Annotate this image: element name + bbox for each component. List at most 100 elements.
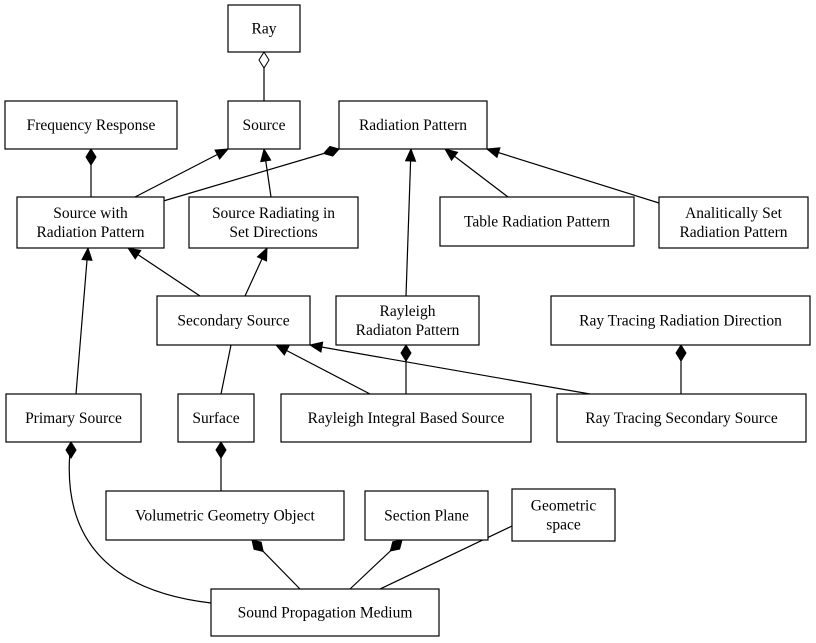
relation-line [68, 441, 212, 604]
composition-diamond [322, 145, 340, 157]
class-label: Radiation Pattern [359, 117, 467, 134]
composition-diamond [389, 539, 403, 552]
class-node-section-plane: Section Plane [364, 490, 489, 541]
composition-diamond [251, 539, 264, 553]
relation-inheritance-source-with-radiation-pattern-to-source [134, 148, 230, 198]
class-label: Ray Tracing Secondary Source [585, 410, 778, 427]
inheritance-arrowhead [214, 148, 230, 160]
class-label: Geometric [531, 498, 597, 515]
class-label: Rayleigh [380, 303, 436, 320]
relation-line [309, 344, 591, 395]
inheritance-arrowhead [443, 148, 459, 162]
class-label: Source [242, 117, 285, 134]
inheritance-arrowhead [404, 147, 417, 162]
relation-composition-sound-propagation-medium-to-primary-source [65, 441, 212, 604]
class-label: Primary Source [25, 410, 122, 427]
class-label: Radiaton Pattern [356, 322, 460, 339]
relation-line [220, 344, 232, 395]
relation-inheritance-source-radiating-in-set-directions-to-source [260, 147, 272, 198]
relation-line [159, 148, 340, 203]
composition-diamond [215, 441, 227, 459]
relation-composition-source-with-radiation-pattern-to-frequency-response [85, 148, 97, 197]
class-node-volumetric-geometry-object: Volumetric Geometry Object [105, 490, 345, 541]
class-box [177, 393, 255, 443]
class-label: Section Plane [384, 508, 469, 525]
class-node-primary-source: Primary Source [5, 393, 142, 443]
class-label: Volumetric Geometry Object [135, 508, 315, 525]
class-node-secondary-source: Secondary Source [156, 295, 311, 346]
relation-inheritance-table-radiation-pattern-to-radiation-pattern [443, 148, 509, 198]
class-box [556, 393, 807, 443]
inheritance-arrowhead [308, 341, 324, 353]
inheritance-arrowhead [274, 344, 290, 356]
class-node-source: Source [227, 100, 301, 150]
class-node-ray: Ray [227, 4, 301, 53]
composition-diamond [675, 344, 687, 362]
class-box [188, 196, 359, 249]
relation-line [75, 247, 89, 395]
class-node-frequency-response: Frequency Response [4, 100, 178, 150]
relation-association-secondary-source-to-surface [220, 344, 232, 395]
class-node-sound-propagation-medium: Sound Propagation Medium [210, 588, 440, 637]
class-label: Set Directions [229, 224, 317, 241]
class-label: Source with [53, 205, 128, 222]
relation-composition-sound-propagation-medium-to-section-plane [349, 539, 403, 590]
composition-diamond [85, 148, 97, 166]
inheritance-arrowhead [81, 246, 93, 261]
aggregation-diamond [258, 51, 270, 69]
composition-diamond [65, 441, 77, 459]
relation-inheritance-rayleigh-radiaton-pattern-to-radiation-pattern [404, 147, 417, 297]
relation-association-sound-propagation-medium-to-geometric-space [379, 525, 513, 590]
relation-line [379, 525, 513, 590]
class-box [658, 196, 809, 249]
relation-inheritance-secondary-source-to-source-with-radiation-pattern [126, 247, 201, 297]
class-label: Rayleigh Integral Based Source [308, 410, 505, 427]
class-box [210, 588, 440, 637]
class-box [227, 100, 301, 150]
inheritance-arrowhead [126, 247, 142, 260]
class-box [16, 196, 165, 249]
relation-inheritance-rayleigh-integral-based-source-to-secondary-source [274, 344, 371, 395]
class-label: Secondary Source [177, 313, 289, 330]
class-box [511, 488, 616, 542]
class-node-ray-tracing-secondary-source: Ray Tracing Secondary Source [556, 393, 807, 443]
relation-line [405, 148, 412, 297]
relation-line [486, 148, 660, 204]
class-label: Ray [252, 21, 277, 38]
inheritance-arrowhead [260, 147, 272, 163]
class-box [105, 490, 345, 541]
class-label: Radiation Pattern [36, 224, 144, 241]
relation-inheritance-ray-tracing-secondary-source-to-secondary-source [308, 341, 591, 395]
class-box [4, 100, 178, 150]
class-node-source-radiating-in-set-directions: Source Radiating in Set Directions [188, 196, 359, 249]
class-label: Sound Propagation Medium [238, 605, 413, 622]
relation-line [127, 247, 201, 297]
inheritance-arrowhead [485, 147, 501, 159]
class-label: Frequency Response [27, 117, 156, 134]
class-label: Table Radiation Pattern [464, 214, 610, 231]
inheritance-arrowhead [256, 246, 268, 262]
class-box [550, 295, 811, 346]
relation-composition-rayleigh-integral-based-source-to-rayleigh-radiaton-pattern [400, 344, 412, 394]
relation-composition-volumetric-geometry-object-to-surface [215, 441, 227, 491]
class-node-surface: Surface [177, 393, 255, 443]
diagram-edges [65, 51, 687, 604]
class-label: Source Radiating in [212, 205, 335, 222]
class-node-radiation-pattern: Radiation Pattern [338, 100, 488, 150]
class-node-rayleigh-integral-based-source: Rayleigh Integral Based Source [280, 393, 532, 443]
class-node-ray-tracing-radiation-direction: Ray Tracing Radiation Direction [550, 295, 811, 346]
class-box [5, 393, 142, 443]
relation-inheritance-secondary-source-to-source-radiating-in-set-directions [244, 246, 268, 297]
relation-inheritance-analitically-set-radiation-pattern-to-radiation-pattern [485, 147, 660, 204]
class-box [338, 100, 488, 150]
relation-composition-source-with-radiation-pattern-to-radiation-pattern [159, 145, 340, 203]
relation-aggregation-source-to-ray [258, 51, 270, 101]
relation-composition-sound-propagation-medium-to-volumetric-geometry-object [251, 539, 301, 590]
class-label: Ray Tracing Radiation Direction [579, 313, 782, 330]
class-box [156, 295, 311, 346]
